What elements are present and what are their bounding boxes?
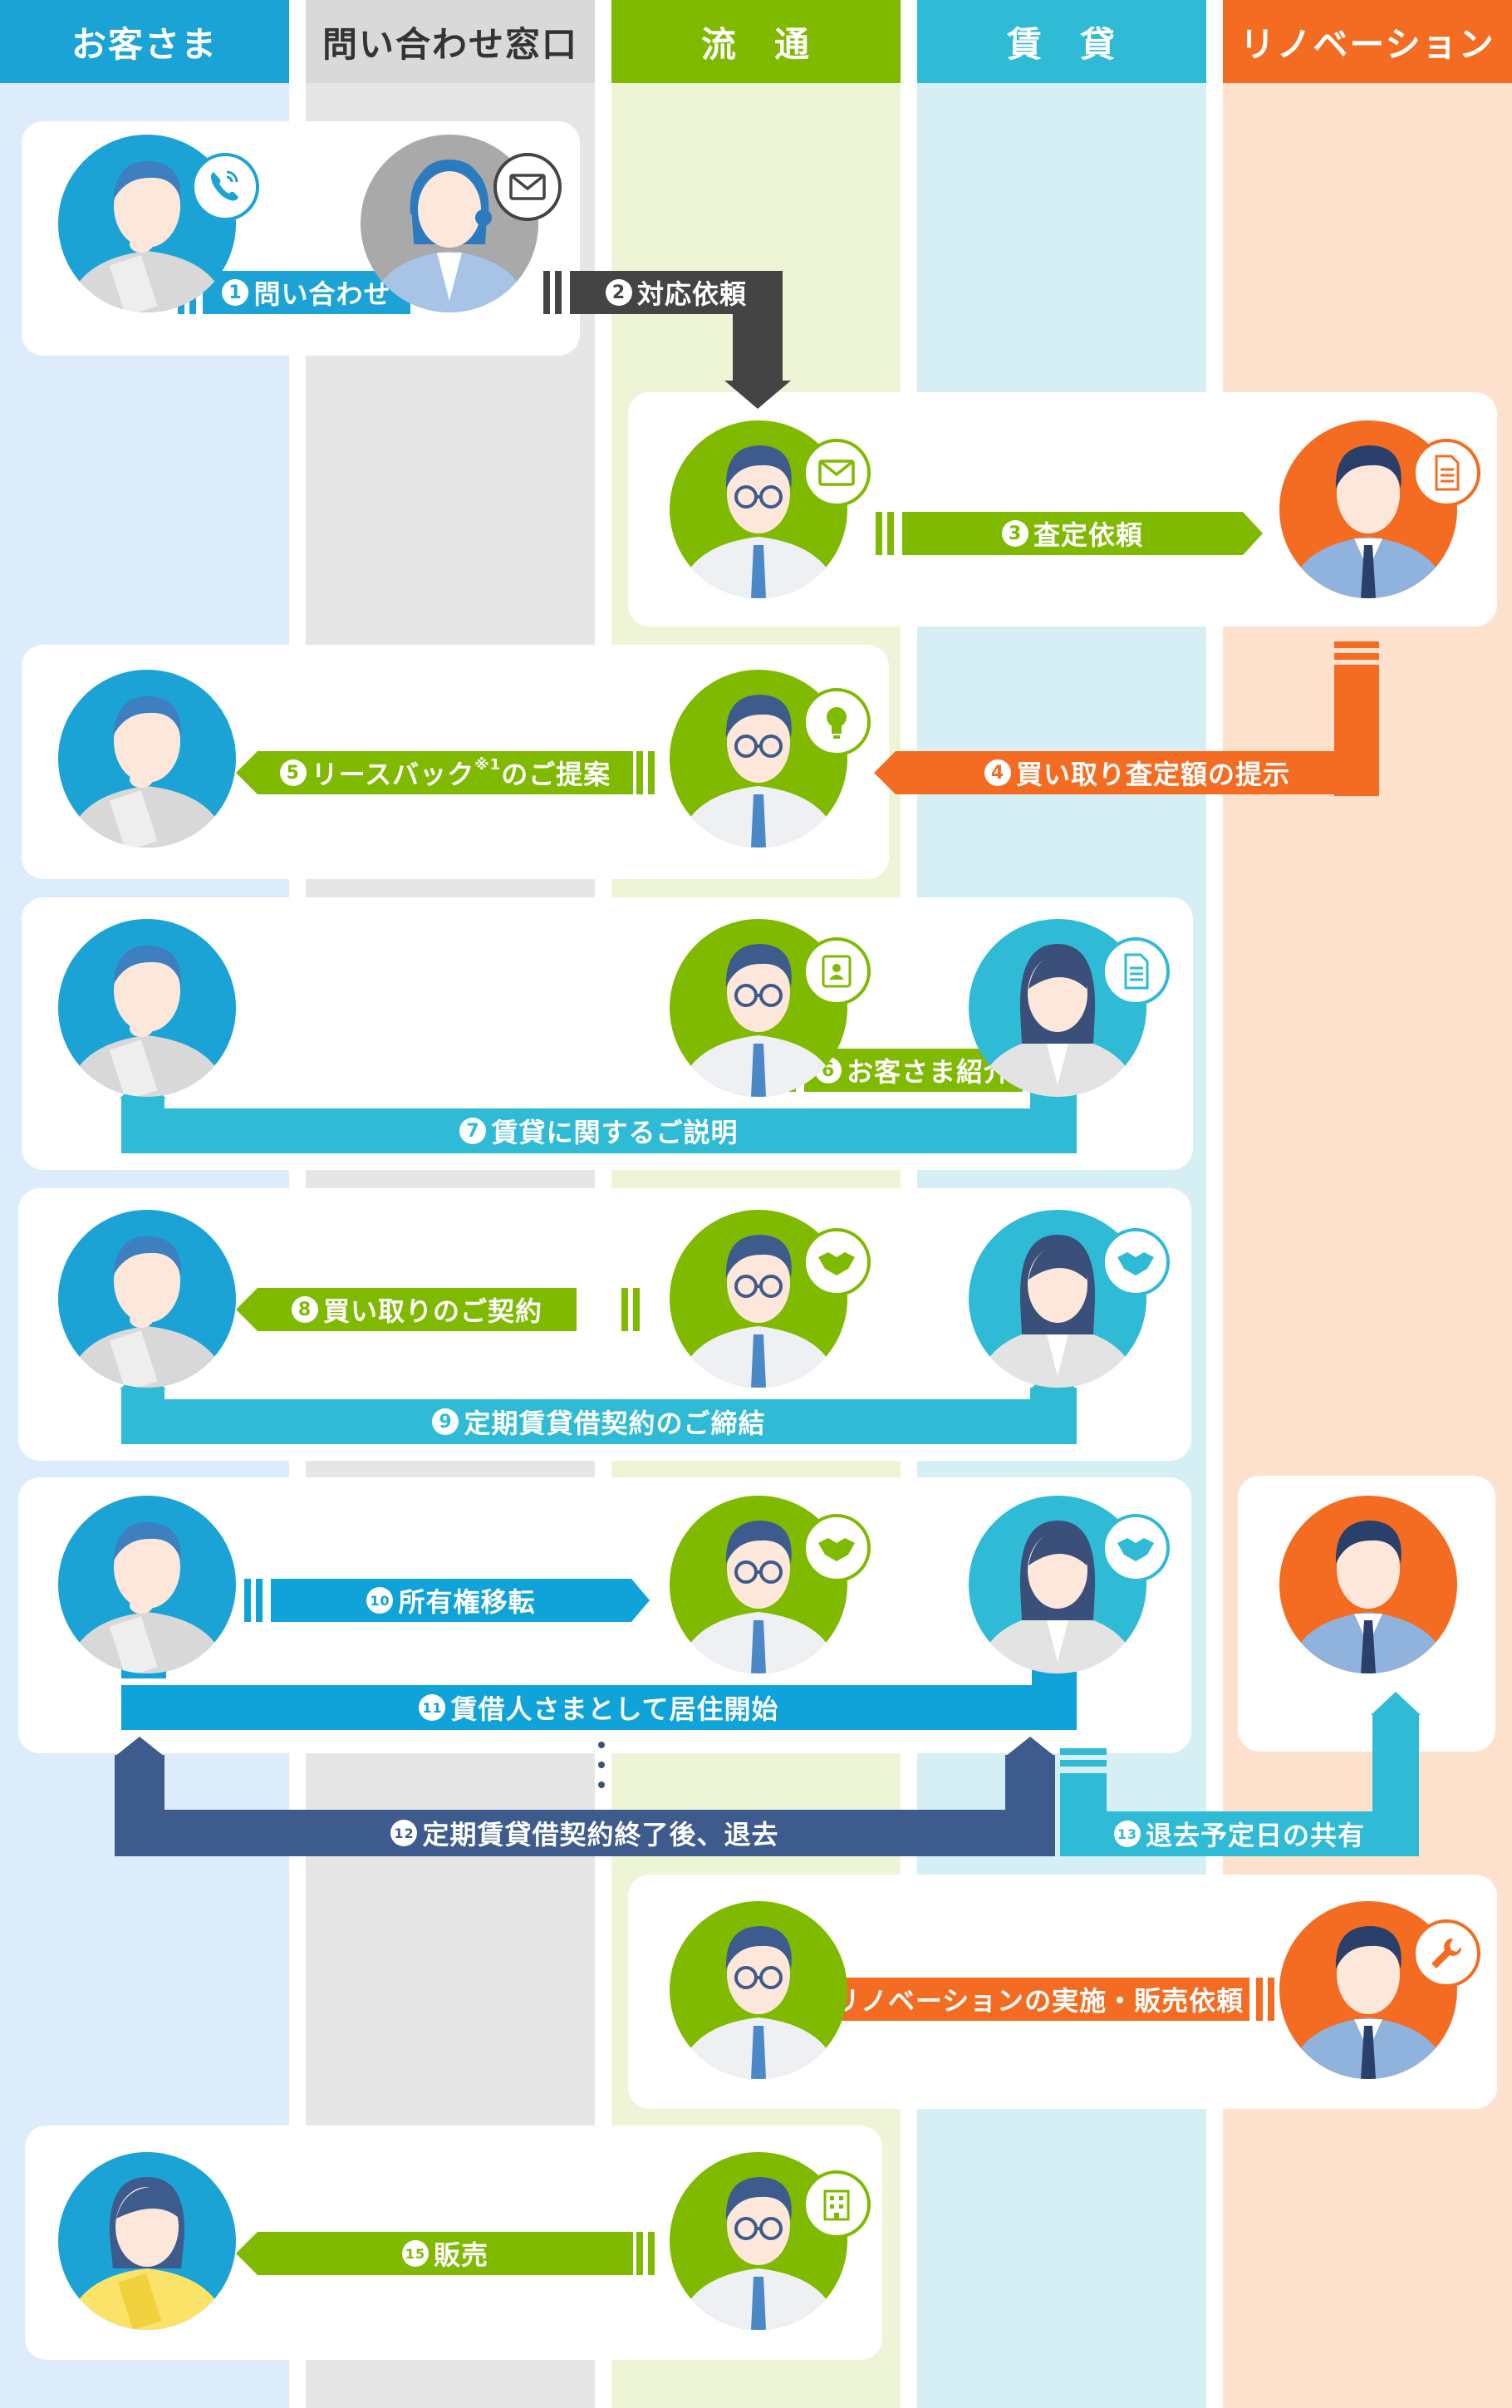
person-customer-1 — [58, 135, 236, 312]
arrow-15-head — [236, 2232, 258, 2275]
step-8-number: 8 — [291, 1296, 318, 1323]
step-10-number: 10 — [366, 1587, 394, 1614]
arrow-2-down — [733, 307, 783, 382]
step-5-footnote: ※1 — [474, 755, 502, 774]
lane-header-renovation: リノベーション — [1223, 0, 1512, 83]
arrow-14-renovation: 14リノベーションの実施・販売依頼 — [796, 1978, 1249, 2021]
step-9-label: 定期賃貸借契約のご締結 — [464, 1408, 766, 1439]
step-5-label: リースバック — [311, 759, 475, 790]
lane-header-customer: お客さま — [0, 0, 289, 83]
step-5-number: 5 — [279, 759, 307, 786]
person-agent-7 — [670, 2152, 847, 2330]
person-customer-4 — [58, 1210, 236, 1388]
person-renovator-3 — [1279, 1901, 1457, 2079]
lane-header-distribution: 流 通 — [611, 0, 901, 83]
arrow-10-stripes — [244, 1579, 263, 1622]
step-7-number: 7 — [459, 1118, 487, 1144]
step-15-number: 15 — [401, 2240, 429, 2267]
contact-card-icon — [803, 937, 871, 1005]
arrow-2-stripes — [543, 271, 562, 314]
lane-header-rental: 賃 貸 — [917, 0, 1206, 83]
person-buyer — [58, 2152, 236, 2330]
step-8-label: 買い取りのご契約 — [322, 1295, 542, 1327]
arrow-15-stripes — [636, 2232, 655, 2275]
step-5-label-tail: のご提案 — [501, 759, 611, 790]
arrow-8-stripes — [621, 1288, 640, 1331]
person-customer-2 — [58, 670, 236, 848]
timeline-dot-2 — [598, 1762, 605, 1768]
step-9-number: 9 — [432, 1408, 459, 1435]
arrow-5-head — [236, 751, 258, 794]
lightbulb-icon — [803, 688, 871, 756]
step-14-label: リノベーションの実施・販売依頼 — [832, 1985, 1244, 2017]
building-icon — [803, 2170, 871, 2238]
arrow-8-head — [236, 1288, 258, 1331]
step-2-label: 対応依頼 — [636, 278, 747, 310]
step-11-label: 賃借人さまとして居住開始 — [450, 1693, 779, 1725]
handshake-icon — [1102, 1228, 1170, 1296]
handshake-icon — [803, 1514, 871, 1582]
step-6-label: お客さま紹介 — [846, 1056, 1011, 1088]
step-4-number: 4 — [984, 759, 1011, 786]
arrow-13-head — [1371, 1692, 1421, 1715]
person-agent-6 — [670, 1901, 847, 2079]
step-1-label: 問い合わせ — [253, 278, 391, 310]
step-12-number: 12 — [390, 1820, 418, 1846]
arrow-4-head — [874, 751, 896, 794]
arrow-14-stripes — [1256, 1978, 1274, 2021]
arrow-2-head — [724, 381, 791, 409]
mail-icon — [803, 439, 871, 507]
handshake-icon — [803, 1228, 871, 1296]
step-12-label: 定期賃貸借契約終了後、退去 — [422, 1819, 779, 1850]
timeline-dot-1 — [598, 1742, 605, 1748]
step-13-number: 13 — [1113, 1821, 1141, 1847]
step-11-number: 11 — [419, 1694, 446, 1721]
timeline-dot-3 — [598, 1781, 605, 1788]
person-customer-3 — [58, 919, 236, 1097]
step-3-label: 査定依頼 — [1033, 519, 1143, 551]
arrow-3-head — [1243, 512, 1263, 555]
step-1-number: 1 — [222, 279, 249, 306]
arrow-12-head — [115, 1737, 164, 1757]
person-customer-5 — [58, 1496, 236, 1673]
arrow-5-stripes — [636, 751, 655, 794]
step-2-number: 2 — [605, 279, 632, 306]
arrow-4-stripes — [1334, 641, 1379, 660]
step-3-number: 3 — [1001, 520, 1028, 547]
person-renovator-2 — [1279, 1496, 1457, 1673]
arrow-3-stripes — [876, 512, 894, 555]
step-10-label: 所有権移転 — [398, 1586, 536, 1618]
wrench-icon — [1412, 1919, 1480, 1988]
step-7-label: 賃貸に関するご説明 — [491, 1117, 739, 1148]
arrow-13-stripes — [1060, 1748, 1107, 1767]
mail-icon — [493, 153, 562, 221]
step-13-label: 退去予定日の共有 — [1145, 1820, 1365, 1851]
phone-icon — [191, 153, 259, 221]
handshake-icon — [1102, 1514, 1170, 1582]
document-icon — [1412, 439, 1480, 507]
lane-header-desk: 問い合わせ窓口 — [306, 0, 595, 83]
document-icon — [1102, 937, 1170, 1005]
arrow-12-right-head — [1005, 1737, 1055, 1757]
arrow-10-head — [631, 1579, 650, 1622]
step-15-label: 販売 — [433, 2239, 488, 2271]
step-4-label: 買い取り査定額の提示 — [1015, 759, 1290, 790]
